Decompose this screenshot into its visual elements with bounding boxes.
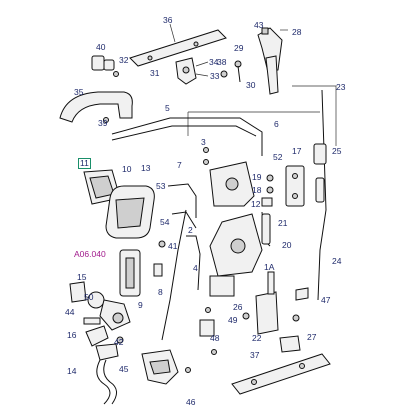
callout-13[interactable]: 13 xyxy=(141,163,151,173)
part-40-clip xyxy=(91,55,119,77)
part-45-46-bracket xyxy=(141,349,191,385)
callout-38[interactable]: 38 xyxy=(217,57,227,67)
callout-31[interactable]: 31 xyxy=(150,68,160,78)
callout-2[interactable]: 2 xyxy=(188,225,193,235)
callout-22[interactable]: 22 xyxy=(252,333,262,343)
callout-32[interactable]: 32 xyxy=(119,55,129,65)
callout-30[interactable]: 30 xyxy=(246,80,256,90)
callout-15[interactable]: 15 xyxy=(77,272,87,282)
callout-19[interactable]: 19 xyxy=(252,172,262,182)
callout-52[interactable]: 52 xyxy=(273,152,283,162)
part-27-striker xyxy=(279,287,309,353)
callout-48[interactable]: 48 xyxy=(210,333,220,343)
callout-28[interactable]: 28 xyxy=(292,27,302,37)
callout-1A[interactable]: 1A xyxy=(264,262,275,272)
callout-8[interactable]: 8 xyxy=(158,287,163,297)
callout-21[interactable]: 21 xyxy=(278,218,288,228)
callout-34[interactable]: 34 xyxy=(209,57,219,67)
callout-9[interactable]: 9 xyxy=(138,300,143,310)
part-26-49-lower-latch xyxy=(242,271,279,335)
reference-code-label[interactable]: A06.040 xyxy=(74,249,106,259)
callout-39[interactable]: 39 xyxy=(98,118,108,128)
callout-6[interactable]: 6 xyxy=(274,119,279,129)
part-grab-handle xyxy=(59,91,133,123)
part-14-cable xyxy=(96,359,117,405)
callout-3[interactable]: 3 xyxy=(201,137,206,147)
callout-35[interactable]: 35 xyxy=(74,87,84,97)
callout-37[interactable]: 37 xyxy=(250,350,260,360)
callout-33[interactable]: 33 xyxy=(210,71,220,81)
callout-49[interactable]: 49 xyxy=(228,315,238,325)
callout-50[interactable]: 50 xyxy=(84,292,94,302)
callout-43[interactable]: 43 xyxy=(254,20,264,30)
callout-7[interactable]: 7 xyxy=(177,160,182,170)
callout-12[interactable]: 12 xyxy=(251,199,261,209)
callout-54[interactable]: 54 xyxy=(160,217,170,227)
callout-47[interactable]: 47 xyxy=(321,295,331,305)
part-36-top-bar xyxy=(129,23,227,67)
part-13-escutcheon xyxy=(105,185,155,239)
callout-45[interactable]: 45 xyxy=(119,364,129,374)
callout-18[interactable]: 18 xyxy=(252,185,262,195)
callout-26[interactable]: 26 xyxy=(233,302,243,312)
callout-46[interactable]: 46 xyxy=(186,397,196,407)
part-34-bracket xyxy=(175,57,209,85)
part-24-long-rod xyxy=(313,89,327,301)
part-21-20-rods xyxy=(261,211,271,247)
callout-20[interactable]: 20 xyxy=(282,240,292,250)
callout-24[interactable]: 24 xyxy=(332,256,342,266)
callout-23[interactable]: 23 xyxy=(336,82,346,92)
part-16-48-22-42-parts xyxy=(85,325,124,361)
part-9-8-handle-rod xyxy=(119,209,187,341)
callout-44[interactable]: 44 xyxy=(65,307,75,317)
part-19-18-12-fasteners xyxy=(261,174,274,207)
callout-29[interactable]: 29 xyxy=(234,43,244,53)
callout-25[interactable]: 25 xyxy=(332,146,342,156)
callout-40[interactable]: 40 xyxy=(96,42,106,52)
part-15-44-50-lock-cylinder xyxy=(69,281,131,331)
callout-27[interactable]: 27 xyxy=(307,332,317,342)
part-37-bottom-bar xyxy=(231,353,331,395)
part-17-plate xyxy=(285,165,305,207)
part-30-hinge xyxy=(265,55,279,95)
callout-53[interactable]: 53 xyxy=(156,181,166,191)
callout-41[interactable]: 41 xyxy=(168,241,178,251)
part-2-4-rods xyxy=(158,235,201,291)
callout-17[interactable]: 17 xyxy=(292,146,302,156)
callout-36[interactable]: 36 xyxy=(163,15,173,25)
part-small-bolts xyxy=(199,147,217,355)
callout-10[interactable]: 10 xyxy=(122,164,132,174)
callout-16[interactable]: 16 xyxy=(67,330,77,340)
callout-14[interactable]: 14 xyxy=(67,366,77,376)
callout-5[interactable]: 5 xyxy=(165,103,170,113)
callout-4[interactable]: 4 xyxy=(193,263,198,273)
part-53-54-links xyxy=(167,183,197,229)
callout-11-highlighted[interactable]: 11 xyxy=(78,158,91,169)
callout-42[interactable]: 42 xyxy=(114,337,124,347)
part-29-38-fasteners xyxy=(220,60,242,83)
part-3-lock-assembly xyxy=(209,161,263,297)
part-5-6-rods xyxy=(111,117,263,156)
